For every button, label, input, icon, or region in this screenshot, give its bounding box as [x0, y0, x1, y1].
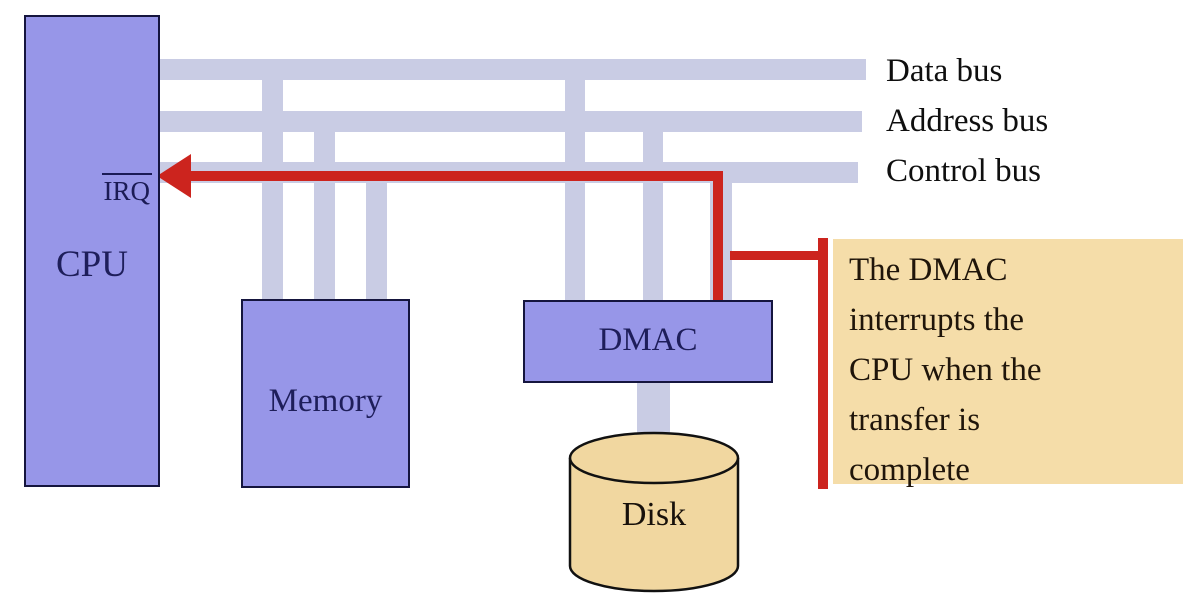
annotation-box: The DMAC interrupts the CPU when the tra…	[833, 239, 1183, 488]
address-bus-label: Address bus	[886, 103, 1049, 139]
cpu-box: IRQ CPU	[24, 15, 160, 487]
annotation-line: CPU when the	[849, 352, 1042, 388]
annotation-connector-line	[730, 251, 822, 260]
disk-cylinder-icon	[568, 431, 740, 593]
data-bus-label: Data bus	[886, 53, 1003, 89]
cpu-label: CPU	[56, 244, 128, 285]
data-bus	[160, 59, 866, 80]
dmac-label: DMAC	[598, 322, 698, 358]
memory-data-bus-stub	[262, 70, 283, 300]
memory-control-bus-stub	[366, 172, 387, 300]
interrupt-line-horizontal	[184, 171, 723, 181]
annotation-left-bar	[818, 238, 828, 489]
irq-pin-label: IRQ	[101, 173, 152, 205]
memory-label: Memory	[268, 383, 383, 419]
dmac-address-bus-stub	[643, 122, 663, 300]
address-bus	[160, 111, 862, 132]
dmac-box: DMAC	[523, 300, 773, 383]
annotation-line: complete	[849, 452, 970, 488]
disk-label: Disk	[621, 496, 687, 533]
interrupt-line-vertical	[713, 171, 723, 301]
annotation-line: transfer is	[849, 402, 981, 438]
annotation-line: interrupts the	[849, 302, 1025, 338]
annotation-line: The DMAC	[849, 252, 1008, 288]
memory-box: Memory	[241, 299, 410, 488]
interrupt-arrowhead-icon	[157, 154, 191, 198]
control-bus-label: Control bus	[886, 153, 1041, 189]
memory-address-bus-stub	[314, 122, 335, 300]
dmac-data-bus-stub	[565, 70, 585, 300]
